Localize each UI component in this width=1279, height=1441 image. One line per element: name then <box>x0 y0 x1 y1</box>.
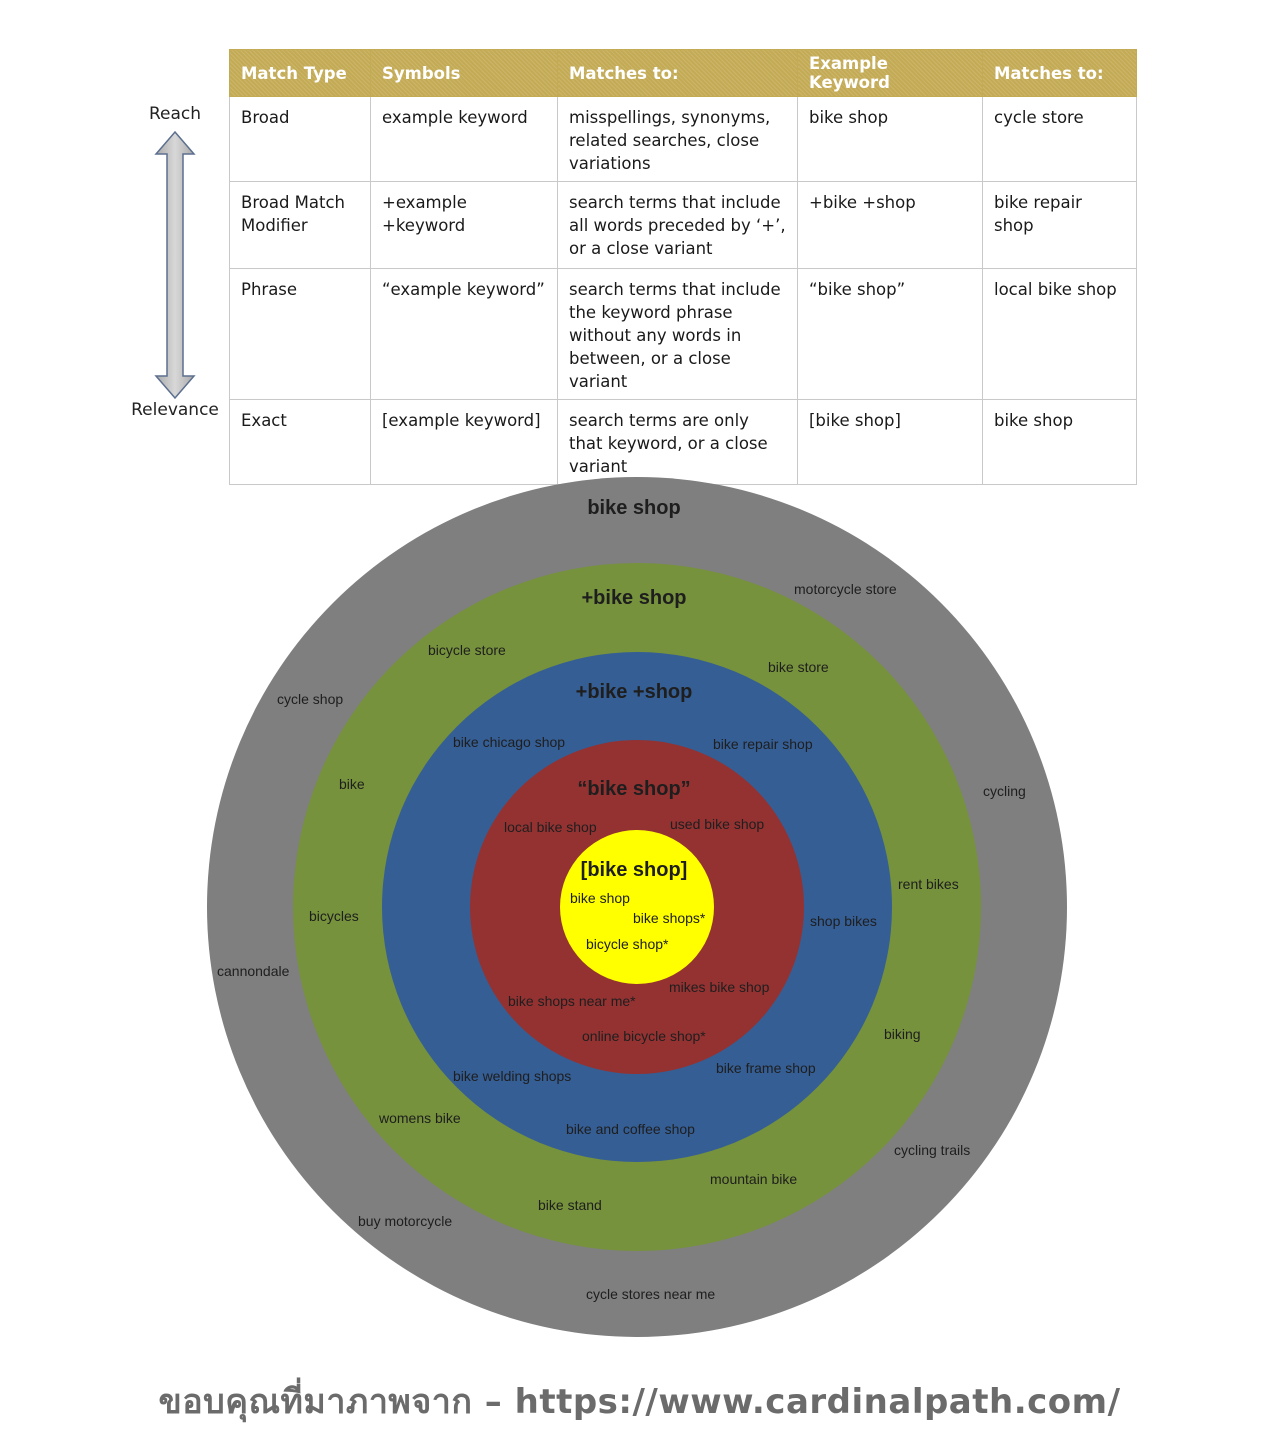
table-cell: cycle store <box>982 96 1137 182</box>
table-cell: Broad <box>229 96 371 182</box>
source-credit: ขอบคุณที่มาภาพจาก – https://www.cardinal… <box>158 1382 1121 1422</box>
table-cell: bike repair shop <box>982 181 1137 269</box>
reach-relevance-axis: Reach Relevance <box>120 100 230 430</box>
term-label: bike shops near me* <box>508 993 636 1009</box>
ring-title-broad-modifier-single: +bike shop <box>581 587 686 609</box>
term-label: bike welding shops <box>453 1068 571 1084</box>
table-cell: +bike +shop <box>797 181 983 269</box>
term-label: cycling <box>983 783 1026 799</box>
ring-exact <box>560 830 714 984</box>
term-label: bike shops* <box>633 910 706 926</box>
term-label: bicycle shop* <box>586 936 669 952</box>
table-cell: Broad Match Modifier <box>229 181 371 269</box>
ring-title-broad-modifier-full: +bike +shop <box>576 681 693 703</box>
term-label: bicycle store <box>428 642 506 658</box>
term-label: bike chicago shop <box>453 734 565 750</box>
table-row: Broad Match Modifier +example +keyword s… <box>229 181 1137 269</box>
term-label: womens bike <box>378 1110 461 1126</box>
table-cell: “example keyword” <box>370 268 558 400</box>
table-header-row: Match Type Symbols Matches to: Example K… <box>229 49 1137 97</box>
table-cell: misspellings, synonyms, related searches… <box>557 96 798 182</box>
table-row: Broad example keyword misspellings, syno… <box>229 96 1137 182</box>
term-label: shop bikes <box>810 913 877 929</box>
reach-label: Reach <box>148 104 202 124</box>
term-label: mountain bike <box>710 1171 797 1187</box>
ring-title-phrase: “bike shop” <box>577 778 690 800</box>
term-label: bike store <box>768 659 829 675</box>
header-example-matches-to: Matches to: <box>982 49 1137 97</box>
term-label: bike <box>339 776 365 792</box>
table-cell: bike shop <box>982 399 1137 485</box>
table-cell: local bike shop <box>982 268 1137 400</box>
ring-title-broad: bike shop <box>587 497 680 519</box>
table-row: Exact [example keyword] search terms are… <box>229 399 1137 485</box>
table-cell: Exact <box>229 399 371 485</box>
term-label: motorcycle store <box>794 581 897 597</box>
table-cell: +example +keyword <box>370 181 558 269</box>
double-arrow-icon <box>154 130 196 400</box>
table-cell: [bike shop] <box>797 399 983 485</box>
header-matches-to: Matches to: <box>557 49 798 97</box>
match-type-table: Match Type Symbols Matches to: Example K… <box>229 49 1137 485</box>
term-label: local bike shop <box>504 819 597 835</box>
ring-title-exact: [bike shop] <box>581 859 688 881</box>
table-cell: “bike shop” <box>797 268 983 400</box>
term-label: biking <box>884 1026 921 1042</box>
term-label: used bike shop <box>670 816 764 832</box>
term-label: mikes bike shop <box>669 979 770 995</box>
term-label: buy motorcycle <box>358 1213 452 1229</box>
table-cell: Phrase <box>229 268 371 400</box>
term-label: cycle shop <box>277 691 343 707</box>
table-row: Phrase “example keyword” search terms th… <box>229 268 1137 400</box>
term-label: bike stand <box>538 1197 602 1213</box>
table-cell: example keyword <box>370 96 558 182</box>
term-label: bike repair shop <box>713 736 813 752</box>
table-cell: [example keyword] <box>370 399 558 485</box>
term-label: bike frame shop <box>716 1060 816 1076</box>
term-label: cannondale <box>217 963 290 979</box>
term-label: bike shop <box>570 890 630 906</box>
table-cell: bike shop <box>797 96 983 182</box>
header-match-type: Match Type <box>229 49 371 97</box>
relevance-label: Relevance <box>131 400 219 420</box>
term-label: bicycles <box>309 908 359 924</box>
term-label: cycle stores near me <box>586 1286 715 1302</box>
term-label: rent bikes <box>898 876 959 892</box>
term-label: cycling trails <box>894 1142 970 1158</box>
table-cell: search terms that include the keyword ph… <box>557 268 798 400</box>
table-cell: search terms that include all words prec… <box>557 181 798 269</box>
term-label: bike and coffee shop <box>566 1121 695 1137</box>
header-example-keyword: Example Keyword <box>797 49 983 97</box>
term-label: online bicycle shop* <box>582 1028 706 1044</box>
header-symbols: Symbols <box>370 49 558 97</box>
keyword-match-target-diagram: bike shop +bike shop +bike +shop “bike s… <box>207 477 1067 1337</box>
